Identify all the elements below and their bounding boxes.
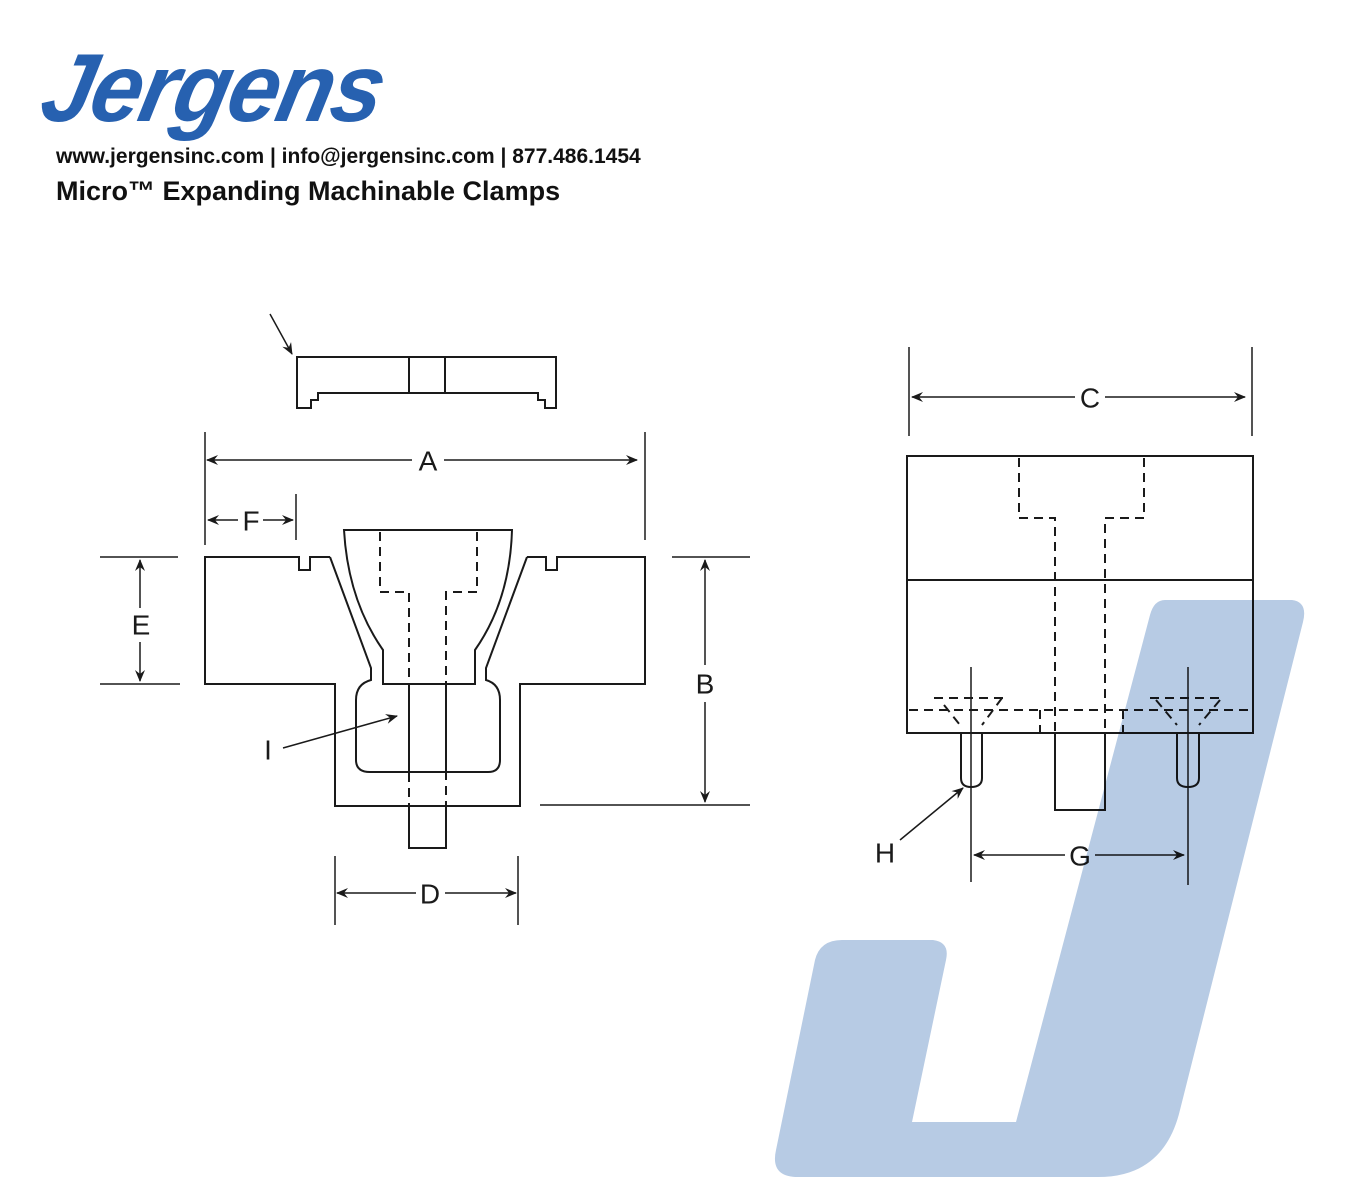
dimension-label-c: C [1080, 383, 1100, 414]
screw-hatched [408, 683, 447, 773]
expanding-plug [342, 529, 514, 685]
page-title: Micro™ Expanding Machinable Clamps [56, 176, 561, 206]
callout-label-i: I [264, 735, 272, 766]
screw-tail-hatched [408, 805, 447, 849]
dimension-label-d: D [420, 879, 440, 910]
jergens-j-watermark [774, 600, 1305, 1177]
dimension-label-b: B [696, 669, 715, 700]
screw-hatched-side [1054, 732, 1106, 811]
callout-label-h: H [875, 838, 895, 869]
clamp-cap [296, 356, 557, 409]
front-view: A F I E B D [100, 313, 750, 925]
cap-pointer-arrow [269, 313, 293, 355]
clamp-body [204, 556, 646, 807]
dimension-label-f: F [242, 506, 259, 537]
dimension-label-e: E [132, 610, 151, 641]
contact-line: www.jergensinc.com | info@jergensinc.com… [56, 145, 641, 168]
dimension-label-a: A [419, 446, 438, 477]
